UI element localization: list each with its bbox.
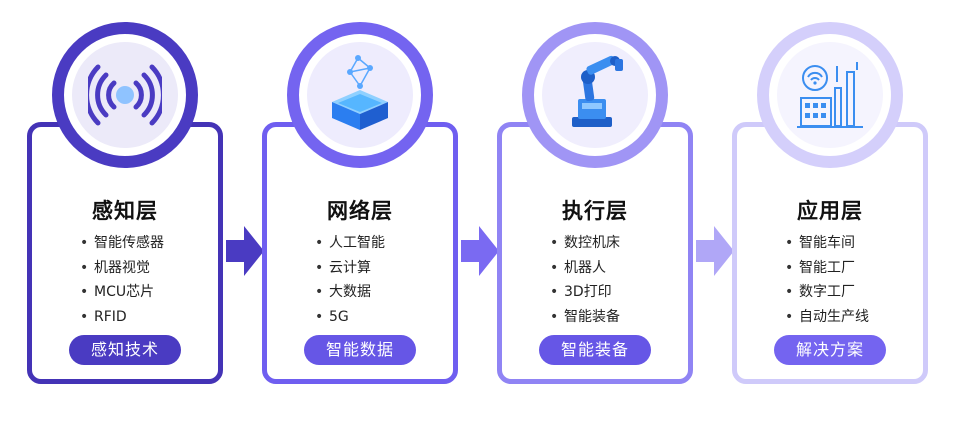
- layer-title: 感知层: [92, 199, 158, 223]
- arrow-right-icon: [461, 226, 499, 276]
- arrow-right-icon: [696, 226, 734, 276]
- list-item: •数控机床: [550, 235, 620, 251]
- list-item: •自动生产线: [785, 308, 869, 325]
- factory-icon: [797, 62, 863, 128]
- list-item: •智能装备: [550, 308, 620, 325]
- list-item: •人工智能: [315, 235, 385, 251]
- layer-icon-ring: [757, 22, 903, 168]
- layer-icon-ring: [287, 22, 433, 168]
- layer-badge: 感知技术: [69, 335, 181, 365]
- list-item: •智能车间: [785, 235, 855, 251]
- layer-badge: 智能数据: [304, 335, 416, 365]
- list-item: •3D打印: [550, 284, 612, 300]
- list-item: •机器人: [550, 259, 606, 276]
- list-item: •智能传感器: [80, 235, 164, 251]
- layer-title: 执行层: [562, 199, 628, 223]
- layer-icon-ring: [52, 22, 198, 168]
- layer-badge: 解决方案: [774, 335, 886, 365]
- layer-item-list: •智能传感器 •机器视觉 •MCU芯片 •RFID: [80, 231, 164, 329]
- layer-title: 应用层: [797, 199, 863, 223]
- layer-item-list: •智能车间 •智能工厂 •数字工厂 •自动生产线: [785, 231, 869, 329]
- network-cube-icon: [332, 55, 388, 130]
- robot-arm-icon: [572, 55, 623, 127]
- list-item: •机器视觉: [80, 259, 150, 276]
- list-item: •智能工厂: [785, 259, 855, 276]
- rfid-signal-icon: [88, 64, 162, 126]
- list-item: •数字工厂: [785, 284, 855, 300]
- list-item: •RFID: [80, 308, 127, 325]
- list-item: •大数据: [315, 284, 371, 300]
- layer-item-list: •数控机床 •机器人 •3D打印 •智能装备: [550, 231, 620, 329]
- arrow-right-icon: [226, 226, 264, 276]
- layer-item-list: •人工智能 •云计算 •大数据 •5G: [315, 231, 385, 329]
- list-item: •5G: [315, 308, 349, 325]
- list-item: •云计算: [315, 259, 371, 276]
- layer-icon-ring: [522, 22, 668, 168]
- layer-badge: 智能装备: [539, 335, 651, 365]
- list-item: •MCU芯片: [80, 284, 155, 300]
- layer-title: 网络层: [327, 199, 393, 223]
